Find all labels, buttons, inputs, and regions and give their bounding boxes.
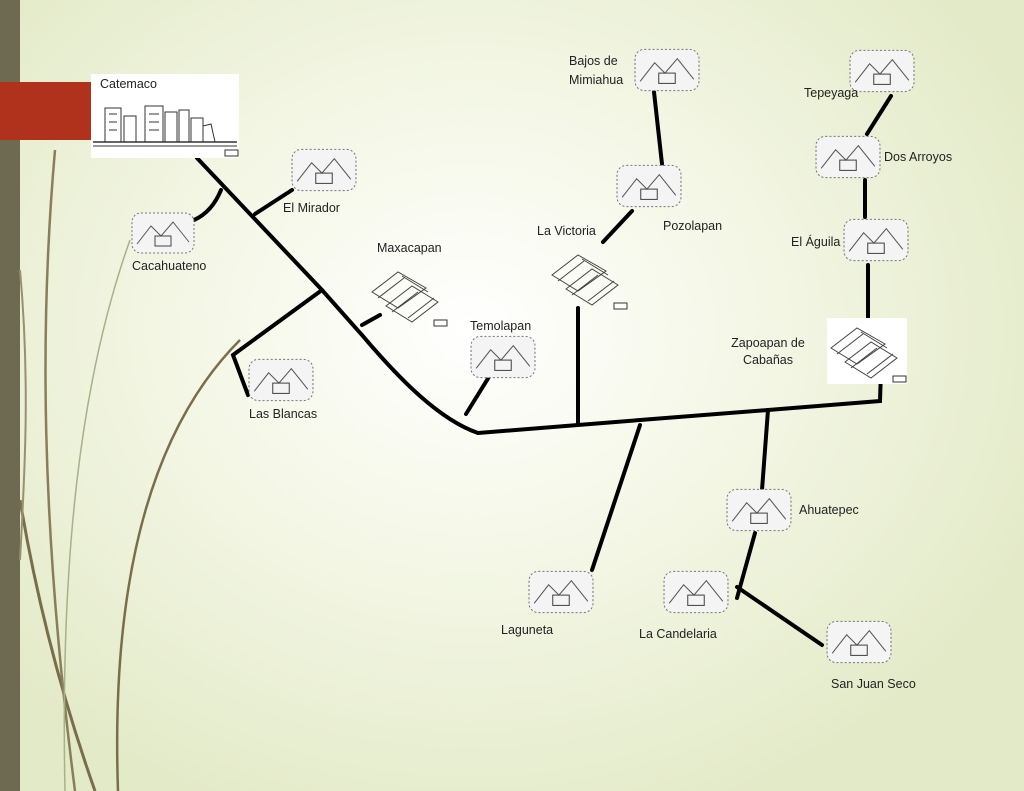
road-san-juan [735, 585, 824, 647]
road-laguneta [590, 423, 642, 572]
label-el-aguila: El Águila [791, 235, 841, 249]
city-icon [91, 74, 239, 158]
label-bajos-de-mimiahua-2: Mimiahua [569, 73, 624, 87]
road-temolapan [464, 370, 494, 416]
accent-tab [0, 82, 92, 140]
label-maxacapan: Maxacapan [377, 241, 442, 255]
label-la-victoria: La Victoria [537, 224, 596, 238]
village-icon [843, 218, 909, 262]
label-catemaco: Catemaco [100, 77, 157, 91]
village-icon [634, 48, 700, 92]
road-el-mirador [253, 188, 294, 216]
label-bajos-de-mimiahua-1: Bajos de [569, 54, 618, 68]
village-icon [826, 620, 892, 664]
label-san-juan-seco: San Juan Seco [831, 677, 916, 691]
label-laguneta: Laguneta [501, 623, 554, 637]
label-la-candelaria: La Candelaria [639, 627, 717, 641]
village-icon [663, 570, 729, 614]
road-maxacapan [360, 313, 382, 327]
town-plan-icon [551, 254, 628, 310]
label-tepeyaga: Tepeyaga [804, 86, 859, 100]
label-zapoapan-1: Zapoapan de [731, 336, 805, 350]
road-las-blancas [230, 288, 324, 397]
label-cacahuateno: Cacahuateno [132, 259, 207, 273]
village-icon [726, 488, 792, 532]
side-bar [0, 0, 20, 791]
village-icon [470, 335, 536, 379]
label-dos-arroyos: Dos Arroyos [884, 150, 953, 164]
road-catemaco-main [195, 156, 480, 435]
village-icon [248, 358, 314, 402]
road-main-east [476, 368, 883, 435]
label-temolapan: Temolapan [470, 319, 532, 333]
village-icon [815, 135, 881, 179]
road-pozolapan [601, 209, 634, 244]
label-el-mirador: El Mirador [283, 201, 340, 215]
road-tepeyaga [865, 94, 893, 136]
label-ahuatepec: Ahuatepec [799, 503, 859, 517]
road-bajos [652, 90, 664, 166]
label-pozolapan: Pozolapan [663, 219, 723, 233]
road-ahuatepec [760, 408, 770, 492]
town-plan-icon [827, 318, 907, 384]
label-las-blancas: Las Blancas [249, 407, 318, 421]
village-icon [528, 570, 594, 614]
village-icon [616, 164, 682, 208]
town-plan-icon [371, 271, 448, 327]
village-icon [131, 212, 195, 254]
village-icon [291, 148, 357, 192]
village-icon [849, 49, 915, 93]
road-cacahuateno [192, 188, 223, 222]
label-zapoapan-2: Cabañas [742, 353, 794, 367]
